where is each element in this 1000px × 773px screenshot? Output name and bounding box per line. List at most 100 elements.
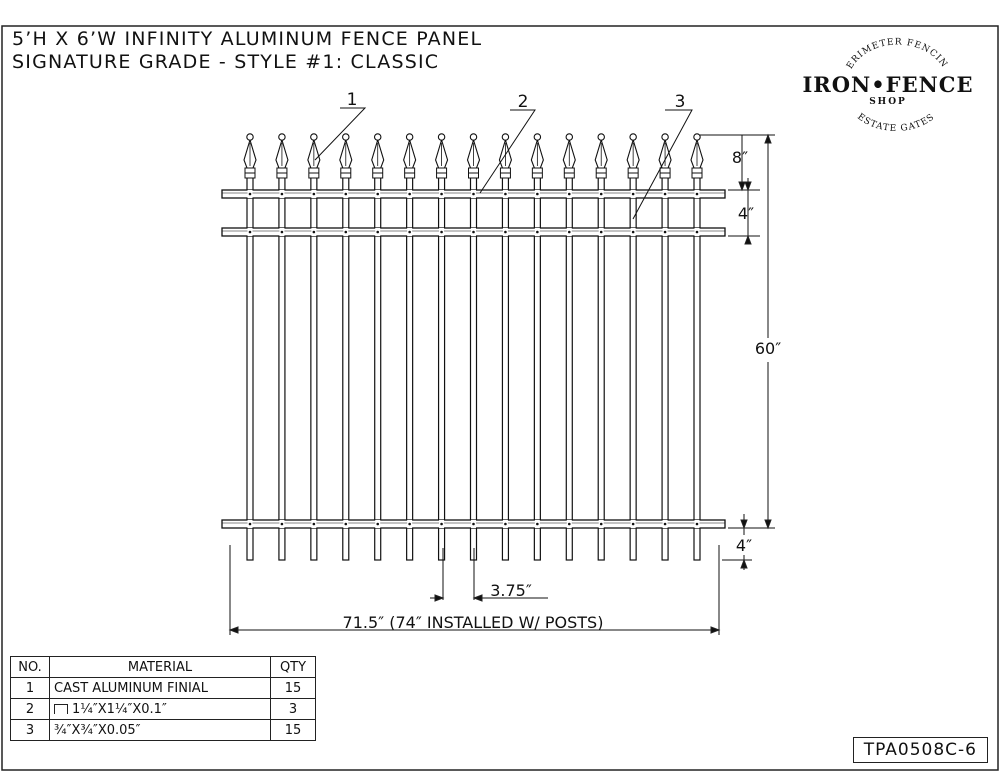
rivet	[599, 192, 603, 196]
rivet	[536, 192, 539, 196]
bom-header-qty: QTY	[270, 656, 316, 678]
rivet	[631, 230, 635, 234]
fence-panel	[221, 133, 726, 561]
finial-ball	[661, 133, 669, 141]
finial-ball	[278, 133, 286, 141]
rivet	[599, 230, 603, 234]
rivet	[376, 192, 380, 196]
rivet	[599, 522, 603, 526]
rivet	[248, 192, 252, 196]
dim-rail-spacing-label: 4″	[738, 204, 754, 223]
callout-1: 1	[347, 90, 358, 110]
callout-3: 3	[675, 92, 686, 112]
rivet	[344, 522, 348, 526]
arrow	[740, 558, 748, 569]
bom-header-row: NO. MATERIAL QTY	[10, 656, 316, 678]
finial-ball	[310, 133, 318, 141]
dim-finial-label: 8″	[732, 148, 748, 167]
bom-row-qty: 15	[270, 677, 316, 699]
dimension-labels: 8″ 4″ 60″ 4″ 3.75″ 71.5″ (74″ INSTALLED …	[343, 148, 782, 632]
rivet	[567, 522, 571, 526]
arrow	[710, 626, 721, 634]
rivet	[504, 522, 507, 526]
bom-row-material: CAST ALUMINUM FINIAL	[49, 677, 271, 699]
logo-sub: SHOP	[869, 97, 907, 107]
bom-row: 3 ¾″X¾″X0.05″ 15	[10, 719, 316, 741]
finial-ball	[437, 133, 446, 141]
rivet	[536, 522, 539, 526]
rivet	[248, 522, 252, 526]
finial-ball	[246, 133, 254, 141]
rivet	[280, 192, 284, 196]
bom-row: 1 CAST ALUMINUM FINIAL 15	[10, 677, 316, 699]
arrow	[738, 181, 746, 192]
dim-bottom-label: 4″	[736, 536, 752, 555]
finial-ball	[597, 133, 605, 141]
callout-numbers: 1 2 3	[347, 90, 686, 112]
finial-ball	[565, 133, 574, 141]
finial-ball	[405, 133, 414, 141]
finial-ball	[693, 133, 701, 141]
rivet	[472, 192, 475, 196]
callout-3-leader	[632, 109, 693, 220]
rivet	[695, 522, 699, 526]
bom-row-material-cell: 1¼″X1¼″X0.1″	[49, 698, 271, 720]
rivet	[312, 230, 316, 234]
arrow	[740, 519, 748, 530]
rivet	[312, 192, 316, 196]
rivet	[504, 230, 507, 234]
rivet	[376, 522, 380, 526]
bom-row-qty: 3	[270, 698, 316, 720]
finial-ball	[342, 133, 350, 141]
logo-brand: IRON•FENCE	[802, 72, 973, 97]
bom-row-qty: 15	[270, 719, 316, 741]
bom-row-material: ¾″X¾″X0.05″	[49, 719, 271, 741]
channel-icon	[54, 703, 68, 714]
arrow	[228, 626, 239, 634]
arrow	[434, 594, 445, 602]
dim-picket-space-label: 3.75″	[490, 581, 532, 600]
rivet	[344, 192, 348, 196]
callout-2: 2	[518, 92, 529, 112]
rivet	[695, 192, 699, 196]
bom-row-material: 1¼″X1¼″X0.1″	[72, 701, 167, 717]
finial-ball	[501, 133, 510, 141]
rivet	[472, 522, 475, 526]
sheet-border	[1, 25, 999, 771]
arrow	[764, 519, 772, 530]
finial-ball	[469, 133, 478, 141]
title-line-1: 5’H X 6’W INFINITY ALUMINUM FENCE PANEL	[12, 28, 483, 50]
dimension-lines	[228, 107, 775, 635]
rivet	[536, 230, 539, 234]
bill-of-materials: NO. MATERIAL QTY 1 CAST ALUMINUM FINIAL …	[10, 656, 316, 741]
finial-ball	[533, 133, 542, 141]
rivet	[440, 192, 443, 196]
title-line-2: SIGNATURE GRADE - STYLE #1: CLASSIC	[12, 51, 440, 73]
bom-row-no: 3	[10, 719, 50, 741]
rivet	[408, 522, 411, 526]
rivet	[663, 522, 667, 526]
rivet	[567, 192, 571, 196]
rivet	[408, 230, 411, 234]
finial-ball	[373, 133, 382, 141]
bom-header-no: NO.	[10, 656, 50, 678]
svg-text:ESTATE GATES: ESTATE GATES	[855, 112, 936, 134]
rivet	[280, 230, 284, 234]
rivet	[504, 192, 507, 196]
rivet	[248, 230, 252, 234]
rivet	[695, 230, 699, 234]
bom-row: 2 1¼″X1¼″X0.1″ 3	[10, 698, 316, 720]
arrow	[744, 181, 752, 192]
dim-width-label: 71.5″ (74″ INSTALLED W/ POSTS)	[343, 613, 604, 632]
rivet	[663, 230, 667, 234]
rivet	[440, 522, 443, 526]
rivet	[567, 230, 571, 234]
arrow	[472, 594, 483, 602]
bom-row-no: 1	[10, 677, 50, 699]
rivet	[344, 230, 348, 234]
bom-header-material: MATERIAL	[49, 656, 271, 678]
rivet	[408, 192, 411, 196]
rivet	[631, 192, 635, 196]
rivet	[440, 230, 443, 234]
bom-row-no: 2	[10, 698, 50, 720]
